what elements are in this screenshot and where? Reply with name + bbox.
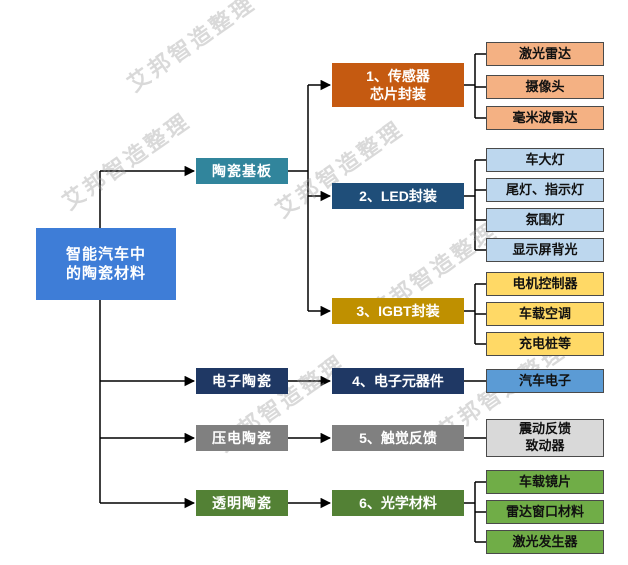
leaf-radar-window: 雷达窗口材料 xyxy=(486,500,604,524)
leaf-vibration-actuator: 震动反馈 致动器 xyxy=(486,419,604,457)
branch-ceramic-substrate: 陶瓷基板 xyxy=(196,158,288,184)
category-electronic-components: 4、电子元器件 xyxy=(332,368,464,394)
branch-transparent-ceramics: 透明陶瓷 xyxy=(196,490,288,516)
category-optical-materials: 6、光学材料 xyxy=(332,490,464,516)
leaf-taillight-indicator: 尾灯、指示灯 xyxy=(486,178,604,202)
leaf-ambient-light: 氛围灯 xyxy=(486,208,604,232)
leaf-headlight: 车大灯 xyxy=(486,148,604,172)
leaf-car-ac: 车载空调 xyxy=(486,302,604,326)
leaf-bracket-sensor xyxy=(464,53,486,119)
leaf-bracket-optical xyxy=(464,481,486,543)
row-connectors xyxy=(288,375,332,509)
category-haptic-feedback: 5、触觉反馈 xyxy=(332,425,464,451)
category-led-packaging: 2、LED封装 xyxy=(332,183,464,209)
leaf-mmwave-radar: 毫米波雷达 xyxy=(486,106,604,130)
branch-electronic-ceramics: 电子陶瓷 xyxy=(196,368,288,394)
category-sensor-chip-packaging: 1、传感器 芯片封装 xyxy=(332,63,464,107)
leaf-car-lens: 车载镜片 xyxy=(486,470,604,494)
leaf-laser-generator: 激光发生器 xyxy=(486,530,604,554)
leaf-display-backlight: 显示屏背光 xyxy=(486,238,604,262)
root-title: 智能汽车中 的陶瓷材料 xyxy=(36,228,176,300)
branch-piezo-ceramics: 压电陶瓷 xyxy=(196,425,288,451)
leaf-auto-electronics: 汽车电子 xyxy=(486,369,604,393)
category-igbt-packaging: 3、IGBT封装 xyxy=(332,298,464,324)
leaf-charging-pile: 充电桩等 xyxy=(486,332,604,356)
leaf-bracket-led xyxy=(464,159,486,251)
substrate-fan-connectors xyxy=(288,79,332,317)
leaf-camera: 摄像头 xyxy=(486,75,604,99)
root-trunk-connectors xyxy=(99,165,196,509)
leaf-lidar: 激光雷达 xyxy=(486,42,604,66)
leaf-motor-controller: 电机控制器 xyxy=(486,272,604,296)
leaf-bracket-igbt xyxy=(464,283,486,345)
